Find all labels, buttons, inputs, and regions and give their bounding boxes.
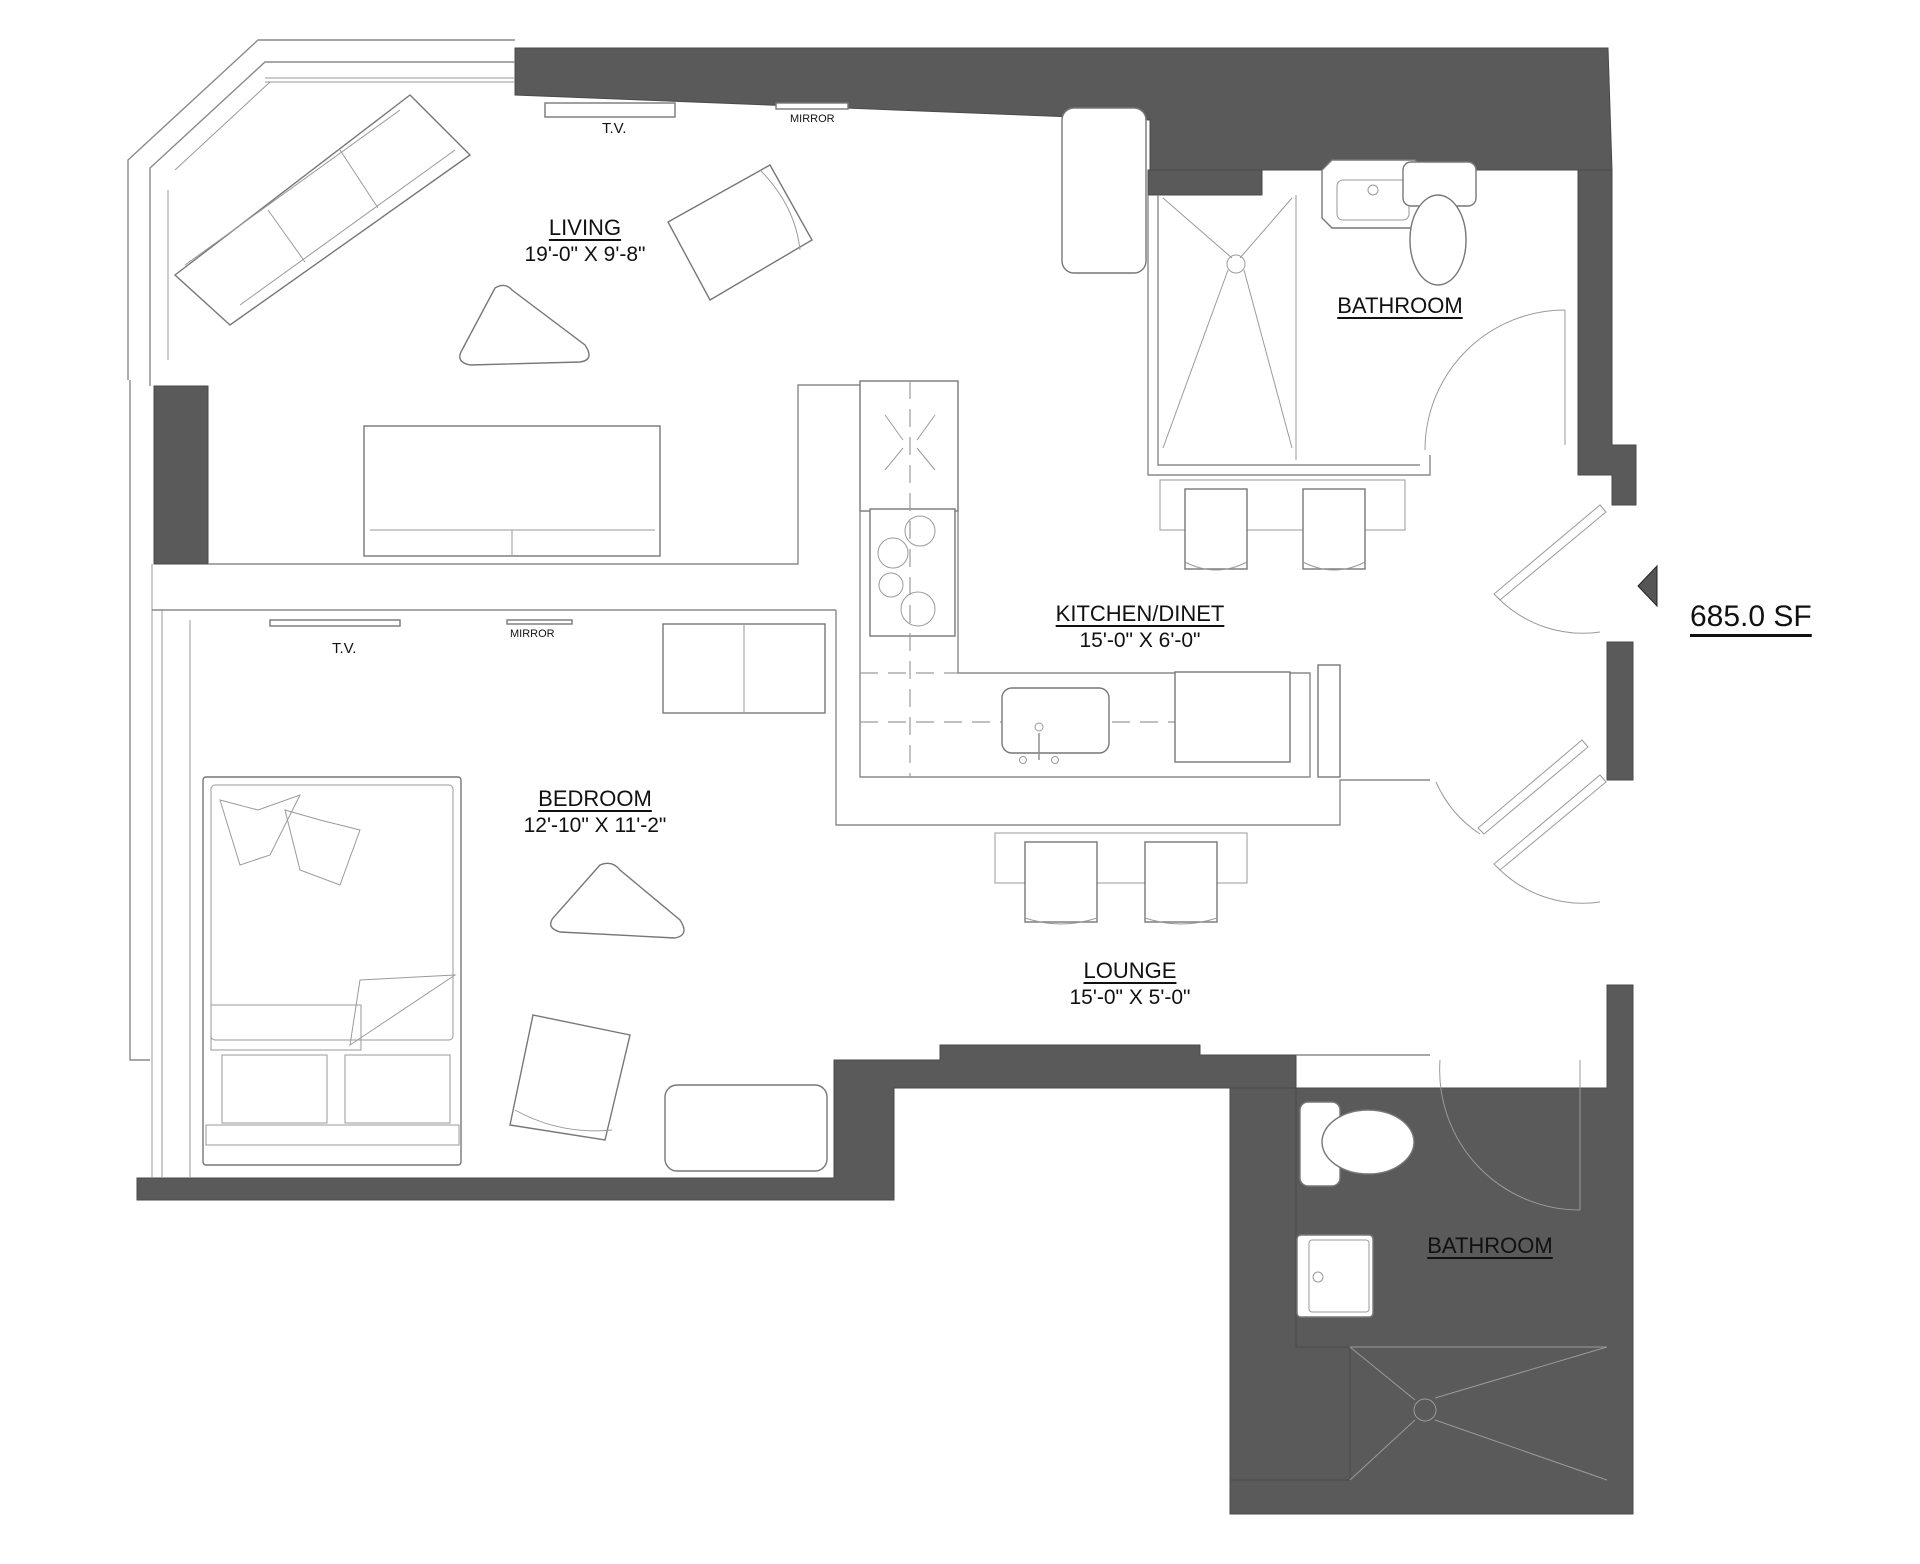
lounge-furniture	[994, 832, 1248, 925]
living-furniture	[173, 94, 1147, 557]
interior-partitions	[152, 195, 1608, 1481]
bedroom-mirror-label: MIRROR	[510, 628, 555, 640]
room-name: BATHROOM	[1337, 293, 1463, 318]
room-name: BATHROOM	[1427, 1233, 1553, 1258]
bedroom-furniture	[202, 619, 828, 1172]
room-dimensions: 15'-0" X 6'-0"	[1079, 629, 1201, 652]
entry-doors	[1435, 504, 1658, 904]
room-label-bathroom-upper: BATHROOM	[1320, 292, 1480, 320]
living-tv-label: T.V.	[602, 120, 627, 137]
kitchen-furniture	[859, 380, 1406, 778]
room-dimensions: 19'-0" X 9'-8"	[524, 243, 646, 266]
bathroom-fixtures	[1296, 159, 1477, 1318]
entry-arrow-icon	[1637, 564, 1658, 608]
room-label-living: LIVING 19'-0" X 9'-8"	[490, 214, 680, 268]
room-name: BEDROOM	[538, 786, 652, 811]
room-label-kitchen: KITCHEN/DINET 15'-0" X 6'-0"	[1040, 600, 1240, 654]
room-label-bedroom: BEDROOM 12'-10" X 11'-2"	[495, 785, 695, 839]
window-frames	[127, 39, 515, 1178]
room-name: LOUNGE	[1083, 958, 1177, 983]
room-name: KITCHEN/DINET	[1055, 601, 1225, 626]
bedroom-tv-label: T.V.	[332, 640, 357, 657]
room-dimensions: 12'-10" X 11'-2"	[523, 814, 667, 837]
total-area-label: 685.0 SF	[1690, 600, 1812, 633]
room-label-lounge: LOUNGE 15'-0" X 5'-0"	[1030, 957, 1230, 1011]
room-name: LIVING	[548, 215, 622, 240]
room-dimensions: 15'-0" X 5'-0"	[1069, 986, 1191, 1009]
room-label-bathroom-lower: BATHROOM	[1410, 1232, 1570, 1260]
living-mirror-label: MIRROR	[790, 113, 835, 125]
